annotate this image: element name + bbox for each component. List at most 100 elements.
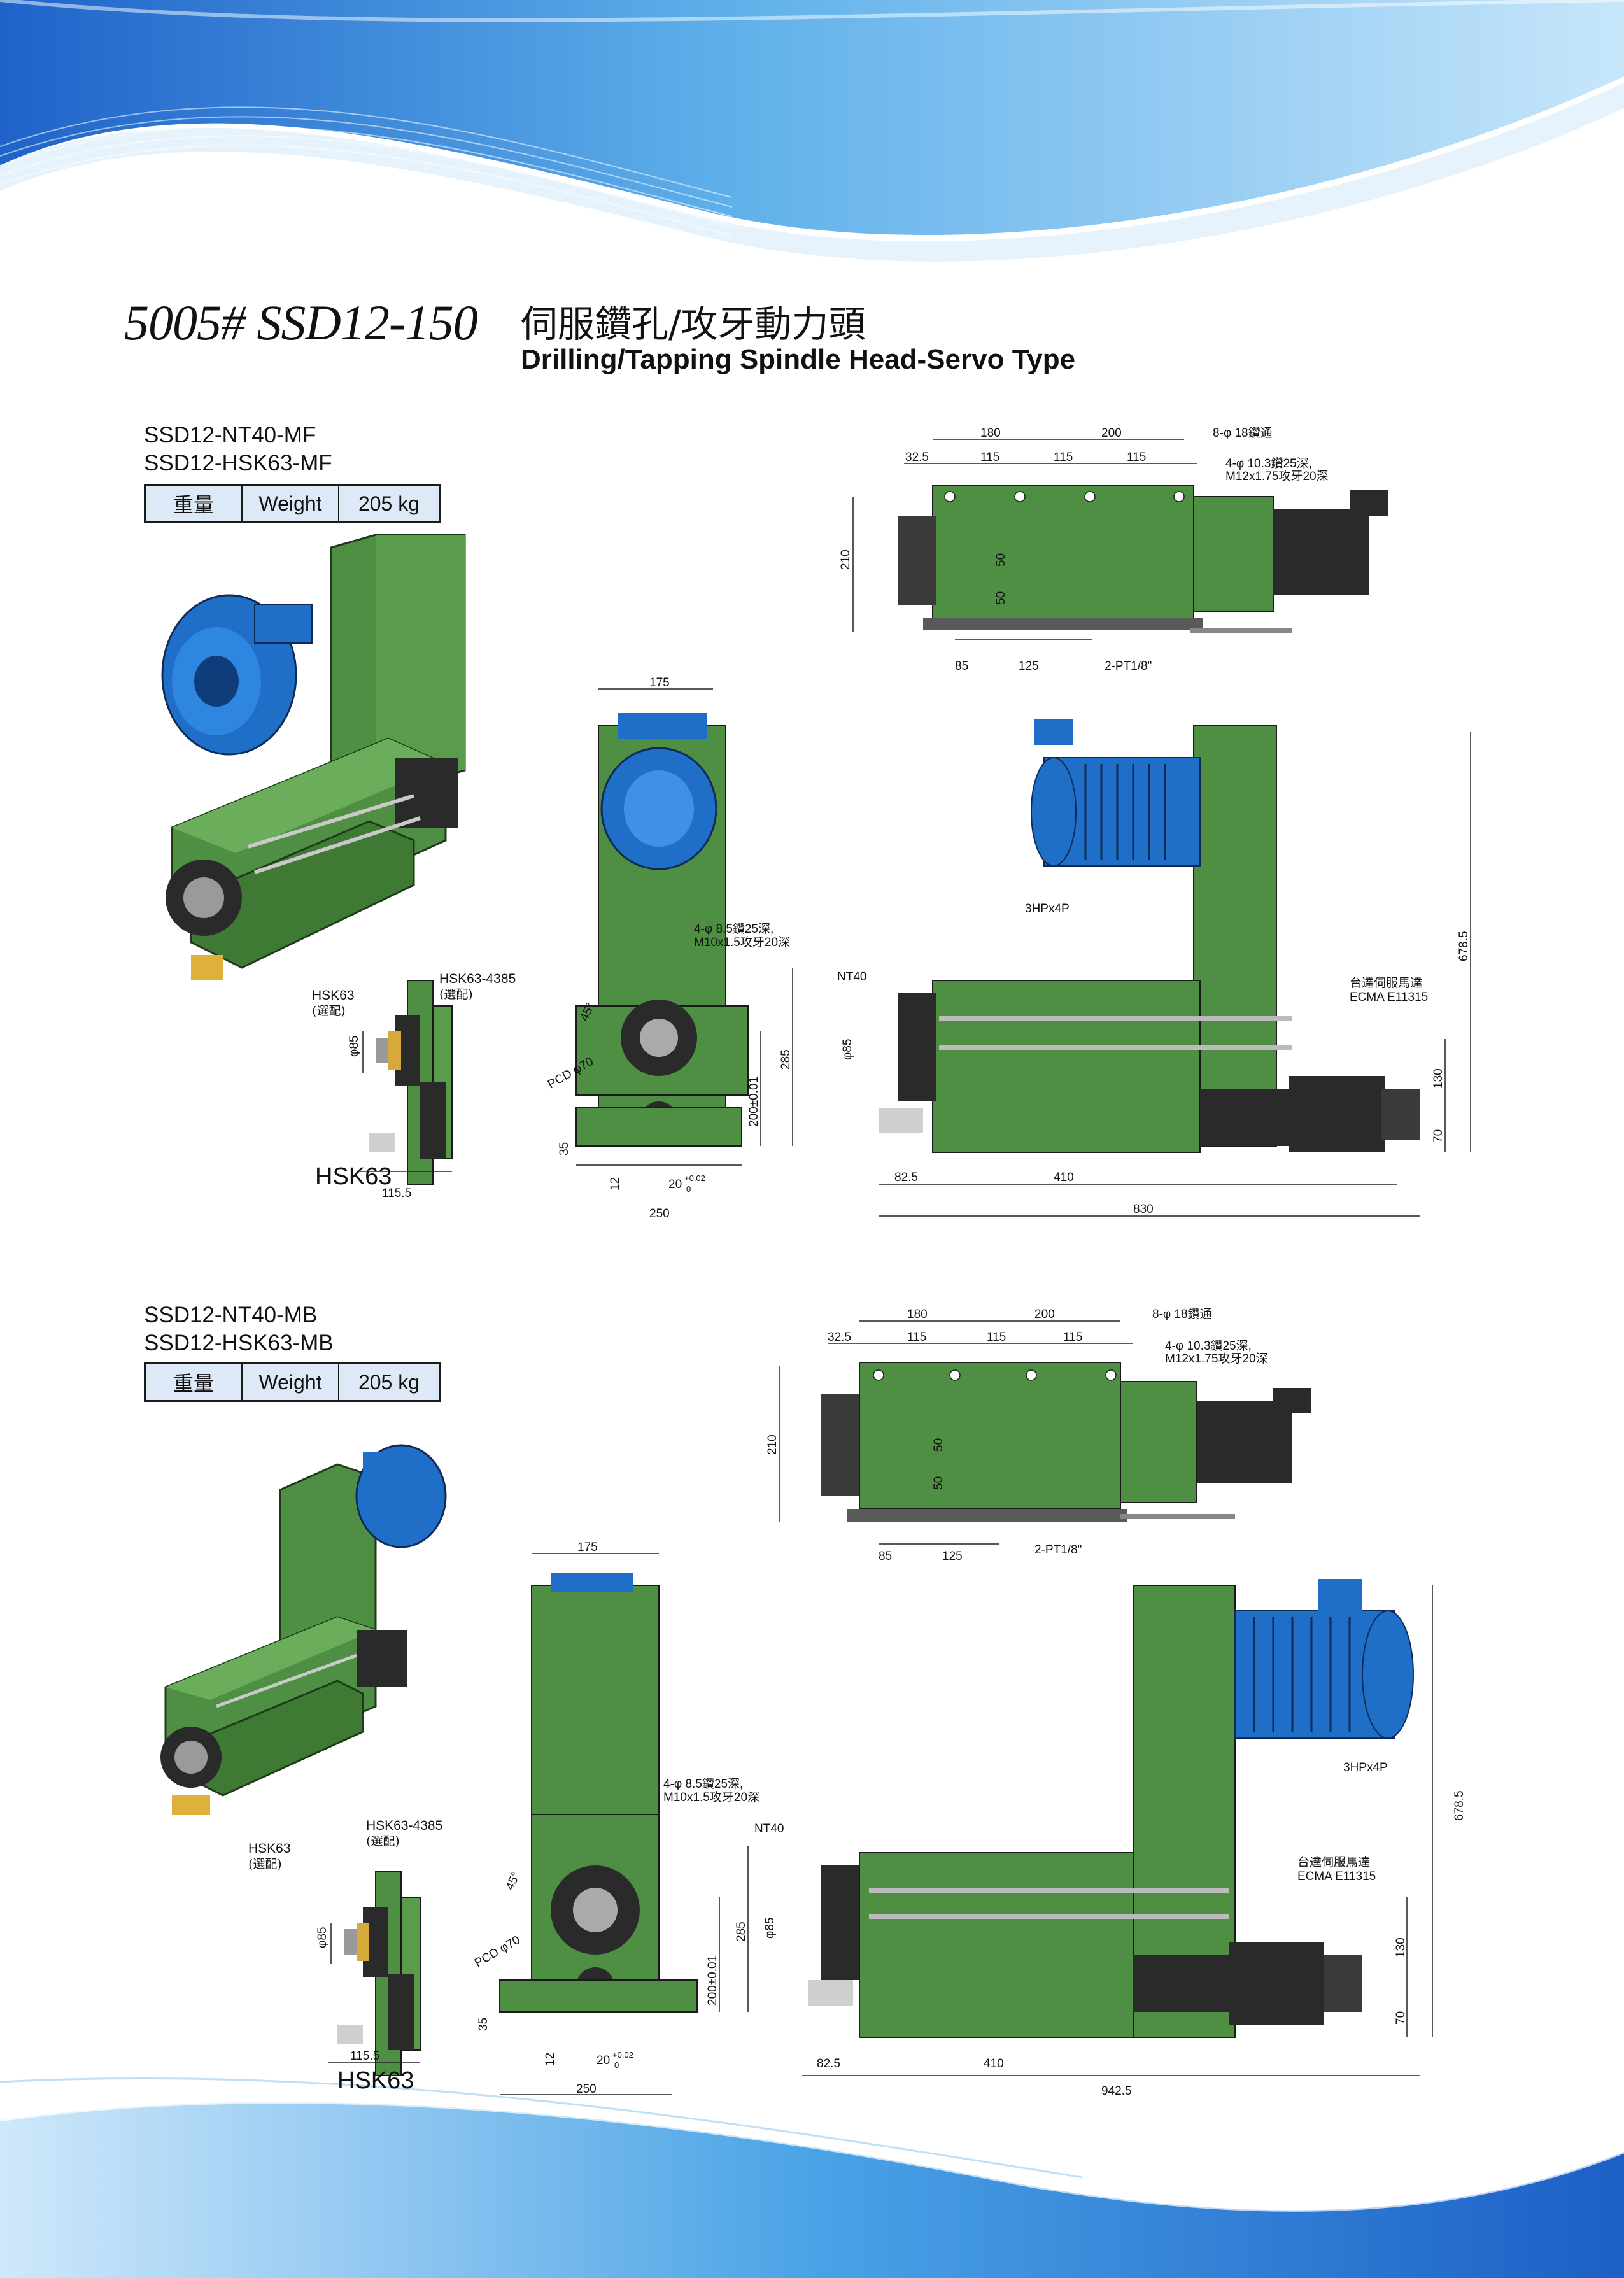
hsk63-title: HSK63 [315,1163,392,1190]
dim-200: 200 [1034,1308,1055,1321]
phi85-dim: φ85 [841,1039,854,1060]
hsk63-detail-mb: HSK63 (選配) HSK63-4385 (選配) φ85 115.5 HSK… [248,1818,442,2094]
total-length-dim: 942.5 [1101,2084,1132,2098]
tap-spec-1: 4-φ 10.3鑽25深, [1165,1339,1252,1353]
height-35-dim: 35 [558,1142,571,1156]
tolerance-upper: +0.02 [612,2050,633,2060]
weight-table: 重量 Weight 205 kg [144,484,441,523]
dim-50: 50 [932,1438,945,1452]
height-200-dim: 200±0.01 [706,1955,719,2006]
dim-115: 115 [1054,451,1073,464]
nt40-label: NT40 [837,970,866,984]
angle-45-dim: 45° [503,1870,523,1892]
dim-82-5: 82.5 [817,2057,840,2070]
width-175-dim: 175 [577,1541,598,1554]
pcd-dim: PCD φ70 [474,1934,523,1970]
tap-spec-1: 4-φ 8.5鑽25深, [694,922,773,936]
model-name: SSD12-HSK63-MB [144,1331,334,1355]
holes-spec: 8-φ 18鑽通 [1152,1307,1212,1321]
width-12-dim: 12 [609,1177,622,1191]
dim-125: 125 [1019,660,1039,673]
dim-115: 115 [987,1331,1006,1344]
phi85-dim: φ85 [763,1918,777,1939]
dim-410: 410 [1054,1171,1074,1184]
width-250-dim: 250 [649,1207,670,1220]
pt-spec: 2-PT1/8" [1105,660,1152,673]
height-678-5-dim: 678.5 [1457,931,1471,961]
title-chinese: 伺服鑽孔/攻牙動力頭 [521,302,866,346]
optional-label: (選配) [366,1834,400,1848]
model-name: SSD12-NT40-MB [144,1303,318,1327]
tap-spec-1: 4-φ 10.3鑽25深, [1225,456,1312,470]
height-200-dim: 200±0.01 [747,1077,761,1127]
side-view-mf: 3HPx4P NT40 台達伺服馬達 ECMA E11315 678.5 130… [837,719,1471,1217]
tolerance-upper: +0.02 [684,1173,705,1183]
dim-180: 180 [907,1308,928,1321]
servo-label-zh: 台達伺服馬達 [1350,976,1422,990]
hsk63-4385-label: HSK63-4385 [439,972,516,986]
nt40-label: NT40 [754,1822,784,1836]
weight-label-en: Weight [243,486,339,521]
servo-label-zh: 台達伺服馬達 [1297,1855,1370,1869]
length-115-5-dim: 115.5 [350,2049,379,2063]
total-length-dim: 830 [1133,1203,1154,1216]
weight-label-zh: 重量 [146,1364,243,1400]
phi85-dim: φ85 [316,1927,329,1948]
width-175-dim: 175 [649,676,670,690]
tap-spec-2: M10x1.5攻牙20深 [694,935,790,949]
front-view-mf: 175 4-φ 8.5鑽25深, M10x1.5攻牙20深 45° PCD φ7… [547,676,793,1220]
weight-label-en: Weight [243,1364,339,1400]
model-name: SSD12-HSK63-MF [144,451,332,476]
optional-label: (選配) [312,1004,346,1018]
weight-value: 205 kg [358,492,420,515]
hsk63-detail-mf: HSK63 (選配) HSK63-4385 (選配) φ85 115.5 HSK… [312,972,516,1200]
dim-180: 180 [980,427,1001,440]
pt-spec: 2-PT1/8" [1034,1543,1082,1557]
height-285-dim: 285 [735,1921,748,1942]
top-view-mf: 180 200 32.5 115 115 115 210 85 125 50 5… [839,426,1388,673]
height-678-5-dim: 678.5 [1453,1790,1466,1821]
section-1-model-list: SSD12-NT40-MF SSD12-HSK63-MF [144,421,332,478]
servo-model: ECMA E11315 [1297,1870,1376,1883]
model-name: SSD12-NT40-MF [144,423,316,448]
isometric-render-mf [161,534,466,980]
weight-value: 205 kg [358,1370,420,1394]
front-view-mb: 175 4-φ 8.5鑽25深, M10x1.5攻牙20深 45° PCD φ7… [474,1541,759,2096]
section-2-model-list: SSD12-NT40-MB SSD12-HSK63-MB [144,1301,334,1357]
height-130-dim: 130 [1432,1068,1445,1089]
tap-spec-2: M12x1.75攻牙20深 [1165,1352,1268,1366]
dim-82-5: 82.5 [894,1171,918,1184]
dim-210: 210 [839,549,852,570]
side-view-mb: 3HPx4P NT40 台達伺服馬達 ECMA E11315 678.5 130… [754,1579,1466,2098]
dim-32-5: 32.5 [905,451,929,464]
width-20-dim: 20 [668,1178,682,1191]
isometric-render-mb [160,1444,447,1815]
dim-85: 85 [955,660,968,673]
dim-210: 210 [766,1434,779,1455]
dim-85: 85 [879,1550,892,1563]
tap-spec-2: M10x1.5攻牙20深 [663,1790,759,1804]
hsk63-4385-label: HSK63-4385 [366,1818,442,1833]
motor-spec: 3HPx4P [1343,1761,1388,1774]
width-250-dim: 250 [576,2083,597,2096]
tolerance-lower: 0 [686,1184,691,1194]
height-70-dim: 70 [1432,1129,1445,1143]
dim-125: 125 [942,1550,963,1563]
hsk63-title: HSK63 [337,2067,414,2094]
dim-32-5: 32.5 [828,1331,851,1344]
width-12-dim: 12 [544,2053,557,2066]
hsk63-label: HSK63 [248,1841,291,1856]
footer-wave-background [0,2077,1624,2278]
dim-50: 50 [932,1476,945,1490]
dim-50: 50 [994,553,1008,567]
dim-115: 115 [907,1331,926,1344]
dim-50: 50 [994,591,1008,605]
width-20-dim: 20 [597,2054,610,2067]
optional-label: (選配) [439,987,473,1001]
tolerance-lower: 0 [614,2060,619,2070]
weight-table: 重量 Weight 205 kg [144,1362,441,1402]
dim-115: 115 [1063,1331,1082,1344]
tap-spec-1: 4-φ 8.5鑽25深, [663,1777,743,1791]
optional-label: (選配) [248,1857,282,1871]
weight-label-zh: 重量 [146,486,243,521]
